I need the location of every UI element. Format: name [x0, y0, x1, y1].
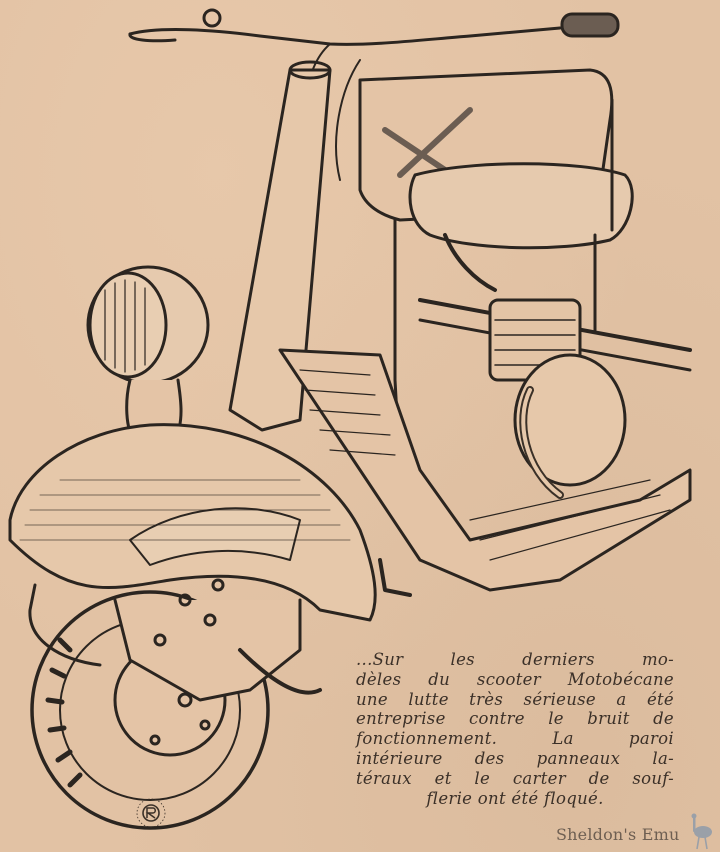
caption-line: intérieure des panneaux la- [356, 748, 674, 768]
caption-line: une lutte très sérieuse a été [356, 689, 674, 709]
emu-icon [691, 813, 712, 850]
caption-line: fonctionnement. La paroi [356, 729, 674, 749]
caption-line: téraux et le carter de souf- [356, 768, 674, 788]
illustration-caption: ...Sur les derniers mo- dèles du scooter… [356, 650, 674, 808]
caption-line: entreprise contre le bruit de [356, 709, 674, 729]
caption-line: dèles du scooter Motobécane [356, 669, 674, 689]
caption-line: ...Sur les derniers mo- [356, 650, 674, 669]
artist-monogram-icon [136, 798, 166, 828]
caption-line: flerie ont été floqué. [426, 788, 604, 808]
watermark-text: Sheldon's Emu [556, 825, 680, 844]
